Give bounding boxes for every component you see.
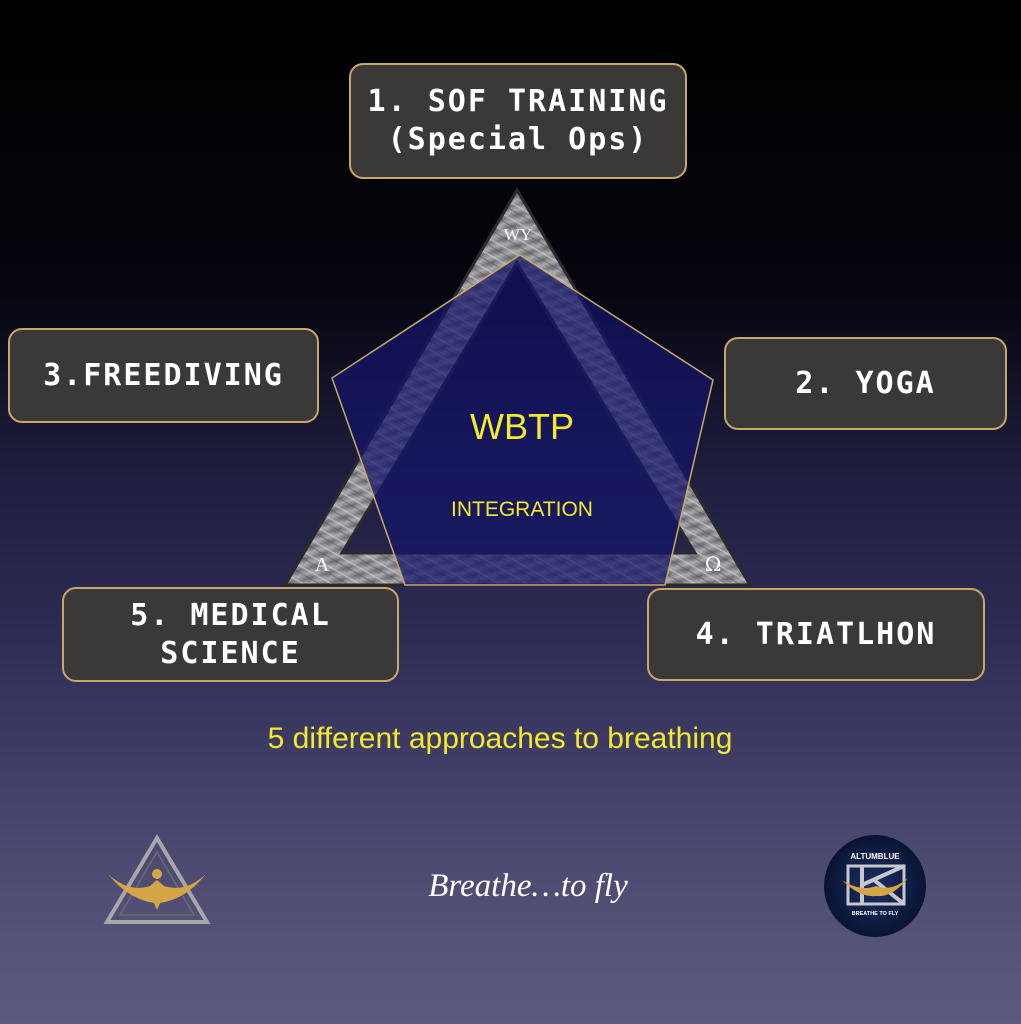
altumblue-logo-top-text: ALTUMBLUE	[850, 852, 900, 861]
altumblue-logo-bottom-text: BREATHE TO FLY	[852, 911, 899, 917]
diagram-caption: 5 different approaches to breathing	[267, 722, 733, 755]
triangle-label-top: WY	[504, 225, 532, 244]
approach-box-medical-science: 5. MEDICAL SCIENCE	[62, 587, 399, 682]
center-title: WBTP	[470, 406, 574, 447]
approach-box-freediving: 3.FREEDIVING	[8, 328, 319, 423]
approach-label: 5. MEDICAL	[130, 597, 331, 633]
altumblue-logo-icon: ALTUMBLUE BREATHE TO FLY	[824, 835, 926, 937]
triangle-label-right: Ω	[705, 552, 722, 576]
approach-label: 3.FREEDIVING	[43, 357, 284, 393]
approach-box-triathlon: 4. TRIATLHON	[647, 588, 985, 681]
approach-sublabel: SCIENCE	[160, 635, 301, 671]
approach-sublabel: (Special Ops)	[387, 122, 649, 157]
tagline: Breathe…to fly	[428, 868, 628, 904]
approach-box-yoga: 2. YOGA	[724, 337, 1007, 430]
approach-label: 1. SOF TRAINING	[367, 84, 669, 119]
wbtp-flyer-logo-icon	[103, 834, 211, 924]
triangle-label-left: A	[315, 554, 330, 576]
approach-box-sof-training: 1. SOF TRAINING (Special Ops)	[349, 63, 687, 179]
center-subtitle: INTEGRATION	[451, 498, 593, 521]
approach-label: 2. YOGA	[795, 365, 936, 401]
approach-label: 4. TRIATLHON	[695, 616, 937, 652]
integration-pentagon	[331, 254, 714, 586]
